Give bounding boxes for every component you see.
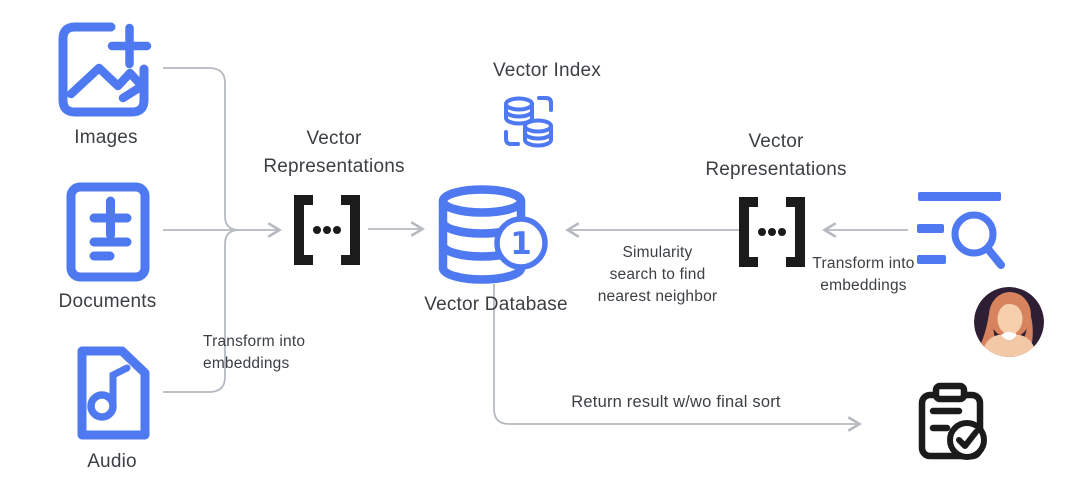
documents-icon (66, 182, 150, 282)
vector-representations-label-right: Vector Representations (705, 131, 847, 180)
images-icon (58, 22, 152, 117)
vector-index-icon (504, 96, 553, 148)
vector-database-icon: 1 (438, 185, 548, 284)
documents-label: Documents (58, 291, 157, 312)
audio-icon (77, 346, 150, 440)
vector-brackets-icon-left (294, 195, 360, 265)
vector-index-label: Vector Index (492, 60, 602, 81)
arrow-images-to-merge (163, 67, 240, 231)
result-clipboard-icon (918, 382, 987, 460)
search-query-icon (917, 192, 1005, 269)
transform-into-embeddings-right: Transform into embeddings (812, 255, 915, 294)
transform-into-embeddings-left: Transform into embeddings (203, 333, 306, 372)
audio-label: Audio (87, 451, 137, 472)
vector-brackets-icon-right (739, 197, 805, 267)
vector-database-label: Vector Database (424, 294, 568, 315)
user-avatar (974, 287, 1044, 357)
database-rank-badge: 1 (494, 216, 548, 270)
images-label: Images (74, 127, 138, 148)
vector-representations-label-left: Vector Representations (263, 128, 405, 177)
arrow-audio-to-merge (163, 229, 240, 393)
similarity-search-annotation: Simularity search to find nearest neighb… (597, 244, 718, 305)
return-result-annotation: Return result w/wo final sort (571, 393, 781, 411)
database-badge-number: 1 (510, 226, 532, 262)
arrow-database-to-result (493, 284, 862, 432)
